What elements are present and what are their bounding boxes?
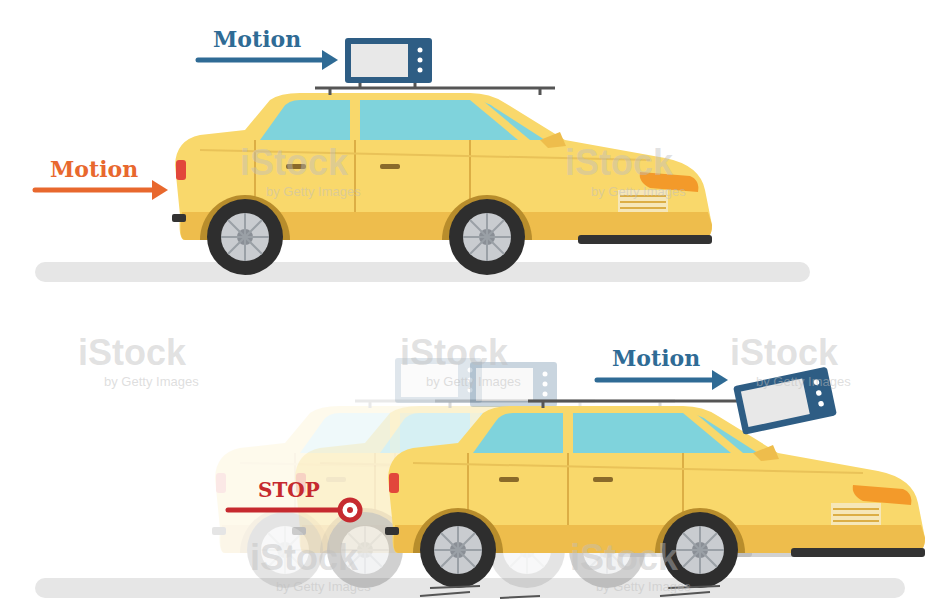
microwave-box (345, 38, 432, 83)
motion-arrow (35, 188, 158, 193)
watermark: iStock (570, 540, 678, 576)
watermark: by Getty Images (104, 375, 199, 388)
arrow-head (712, 370, 728, 390)
arrow-head (152, 180, 168, 200)
watermark: iStock (565, 145, 673, 181)
stop-arrow (228, 508, 340, 513)
watermark: iStock (400, 335, 508, 371)
motion-label: Motion (612, 347, 700, 369)
watermark: by Getty Images (426, 375, 521, 388)
stop-point (340, 500, 360, 520)
watermark: iStock (250, 540, 358, 576)
motion-arrow (198, 58, 328, 63)
watermark: iStock (730, 335, 838, 371)
arrow-head (322, 50, 338, 70)
stop-label: STOP (258, 480, 320, 500)
watermark: iStock (240, 145, 348, 181)
watermark: by Getty Images (591, 185, 686, 198)
motion-arrow (597, 378, 718, 383)
watermark: iStock (78, 335, 186, 371)
motion-label: Motion (213, 28, 301, 50)
watermark: by Getty Images (756, 375, 851, 388)
watermark: by Getty Images (596, 580, 691, 593)
watermark: by Getty Images (276, 580, 371, 593)
car (385, 401, 925, 588)
car (172, 88, 712, 275)
ground (35, 262, 810, 282)
stop-point (347, 507, 353, 513)
motion-label: Motion (50, 158, 138, 180)
watermark: by Getty Images (266, 185, 361, 198)
